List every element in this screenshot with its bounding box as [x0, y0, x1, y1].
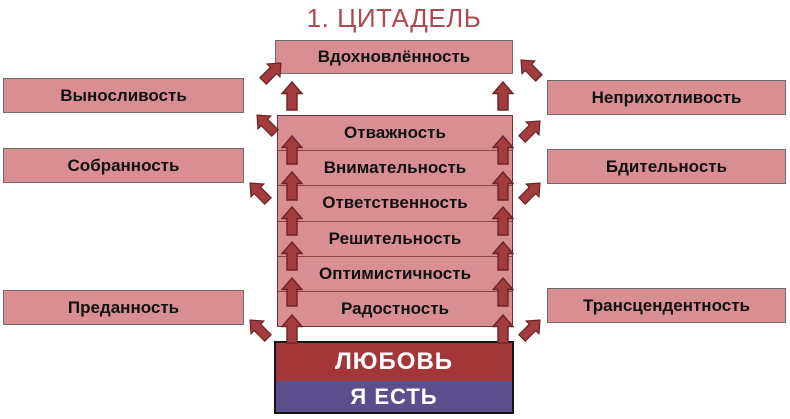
foundation-love: ЛЮБОВЬ [276, 343, 512, 381]
up-arrow-icon [281, 314, 303, 344]
right-box-transcendence: Трансцендентность [547, 288, 786, 323]
right-box-unpretentiousness: Неприхотливость [547, 80, 786, 115]
up-arrow-icon [492, 171, 514, 201]
diagonal-arrow-nw-icon [513, 52, 546, 85]
column-row-joyfulness: Радостность [341, 298, 449, 318]
up-arrow-icon [492, 206, 514, 236]
column-row-courage: Отважность [278, 116, 512, 152]
up-arrow-icon [281, 277, 303, 307]
diagonal-arrow-ne-icon [514, 312, 547, 345]
diagonal-arrow-nw-icon [242, 312, 275, 345]
left-box-label: Выносливость [60, 85, 187, 105]
column-row-responsibility: Ответственность [278, 186, 512, 222]
up-arrow-icon [492, 314, 514, 344]
up-arrow-icon [281, 206, 303, 236]
up-arrow-icon [492, 135, 514, 165]
left-box-label: Преданность [67, 297, 180, 317]
left-box-composure: Собранность [3, 148, 244, 183]
top-box-label: Вдохновлённость [317, 47, 471, 66]
up-arrow-icon [281, 241, 303, 271]
diagonal-arrow-ne-icon [514, 113, 547, 146]
left-box-devotion: Преданность [3, 290, 244, 325]
center-column: Отважность Внимательность Ответственност… [277, 115, 513, 327]
left-box-label: Собранность [67, 155, 180, 175]
column-row-decisiveness: Решительность [278, 222, 512, 257]
page-title: 1. ЦИТАДЕЛЬ [306, 3, 482, 33]
right-box-label: Неприхотливость [591, 87, 742, 107]
diagonal-arrow-nw-icon [242, 175, 275, 208]
top-box-inspiration: Вдохновлённость [275, 40, 513, 74]
up-arrow-icon [281, 171, 303, 201]
up-arrow-icon [492, 277, 514, 307]
left-box-endurance: Выносливость [3, 78, 244, 113]
right-box-vigilance: Бдительность [547, 149, 786, 184]
up-arrow-icon [492, 81, 514, 111]
right-box-label: Бдительность [605, 156, 728, 176]
column-row-attentiveness: Внимательность [278, 151, 512, 187]
up-arrow-icon [281, 81, 303, 111]
up-arrow-icon [281, 135, 303, 165]
column-row-optimism: Оптимистичность [278, 257, 512, 292]
right-box-label: Трансцендентность [583, 295, 750, 315]
up-arrow-icon [492, 241, 514, 271]
foundation-block: ЛЮБОВЬ Я ЕСТЬ [274, 341, 514, 414]
diagonal-arrow-ne-icon [514, 175, 547, 208]
foundation-i-am: Я ЕСТЬ [276, 381, 512, 412]
